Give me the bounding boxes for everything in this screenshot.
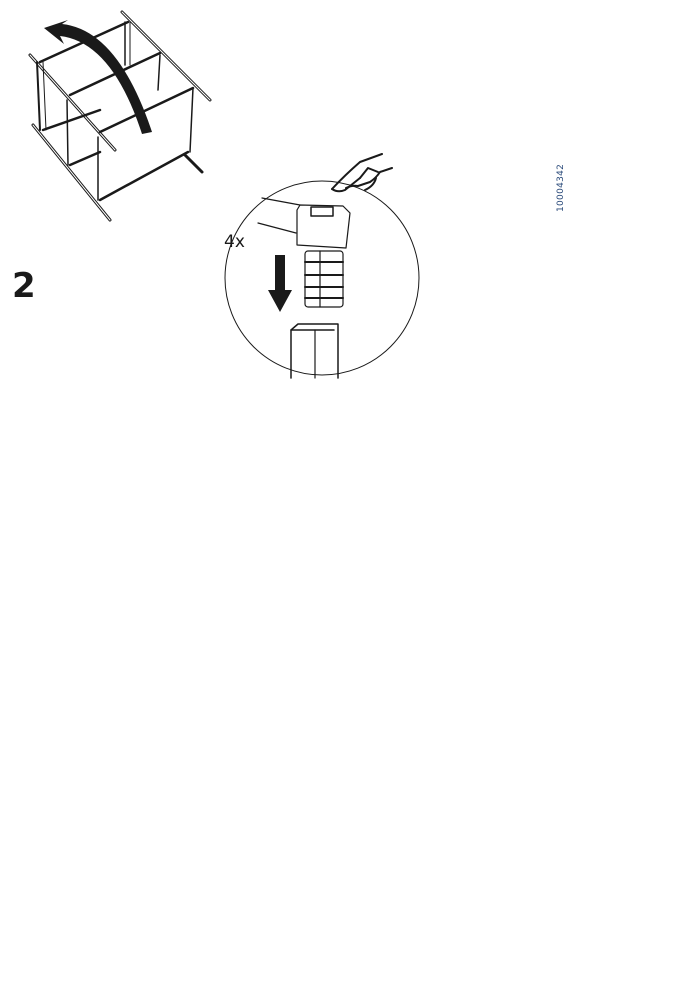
step-number: 2 bbox=[12, 266, 36, 306]
insert-detail bbox=[224, 153, 420, 379]
part-number: 10004342 bbox=[556, 163, 566, 212]
frame-flip-illustration bbox=[28, 10, 212, 222]
down-arrow-icon bbox=[268, 255, 292, 312]
curved-arrow-icon bbox=[44, 20, 152, 134]
pointing-hand-icon bbox=[331, 153, 393, 193]
quantity-label: 4x bbox=[224, 232, 245, 252]
